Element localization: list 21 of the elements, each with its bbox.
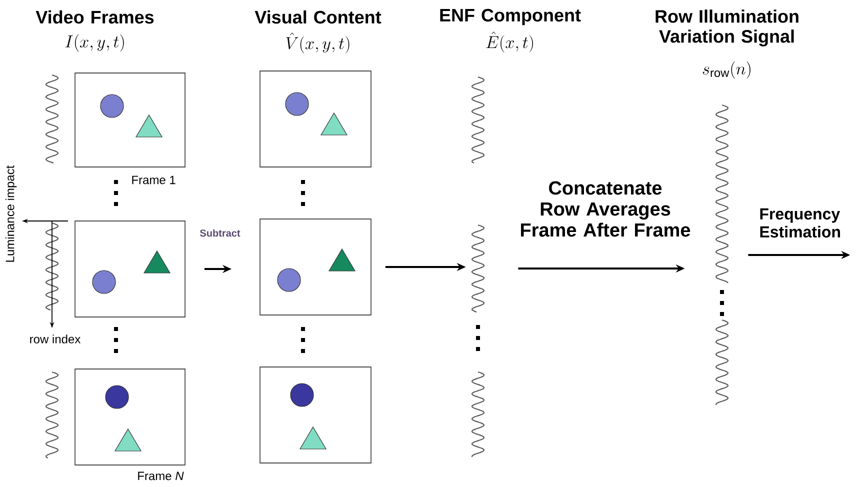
- frame-caption: Frame N: [138, 472, 184, 480]
- column-title: ENF Component: [440, 8, 581, 26]
- frame-box: [74, 220, 186, 318]
- edge-label: Frequency Estimation: [760, 208, 840, 238]
- frame-box: [260, 218, 372, 316]
- signal-wave: [715, 104, 729, 406]
- signal-wave: [471, 371, 485, 458]
- column-title: Visual Content: [254, 10, 382, 24]
- frame-box: [260, 70, 372, 168]
- signal-wave: [471, 224, 485, 312]
- signal-wave: [471, 76, 485, 164]
- axis-label: row index: [30, 334, 81, 344]
- formula: $I(x,y,t)$: [65, 34, 124, 52]
- formula: $s_{\mathrm{row}}(n)$: [702, 61, 750, 79]
- edge-label: Subtract: [200, 229, 240, 237]
- axis-label: Luminance impact: [5, 165, 17, 262]
- frame-box: [74, 368, 186, 466]
- frame-box: [74, 72, 186, 168]
- edge-label: Concatenate Row Averages Frame After Frame: [521, 181, 690, 237]
- frame-box: [260, 366, 372, 464]
- frame-caption: Frame 1: [132, 176, 176, 184]
